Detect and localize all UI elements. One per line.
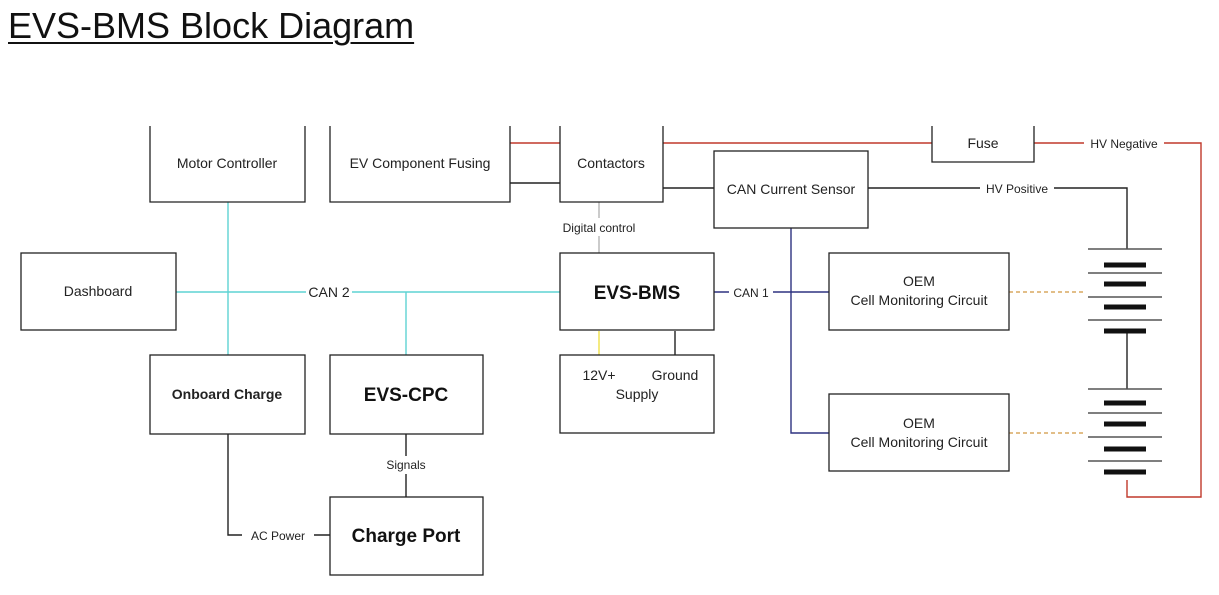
fuse-block: Fuse — [931, 126, 1035, 163]
onboard-charge-block: Onboard Charge — [149, 354, 306, 435]
evs-bms-label: EVS-BMS — [594, 283, 681, 304]
page-title: EVS-BMS Block Diagram — [8, 5, 415, 46]
supply-label: Supply — [616, 386, 659, 402]
evs-cpc-label: EVS-CPC — [364, 385, 449, 406]
dashboard-block: Dashboard — [20, 252, 177, 331]
digital-control-label: Digital control — [563, 221, 636, 235]
contactors-label: Contactors — [577, 155, 645, 171]
oem-cell-monitoring-top-block: OEM Cell Monitoring Circuit — [828, 252, 1010, 331]
onboard-charge-label: Onboard Charge — [172, 386, 283, 402]
battery-stack-bottom-icon — [1088, 388, 1162, 475]
can-current-sensor-label: CAN Current Sensor — [727, 181, 856, 197]
oem-top-line2: Cell Monitoring Circuit — [851, 292, 988, 308]
motor-controller-block: Motor Controller — [149, 126, 306, 203]
hv-positive-label: HV Positive — [986, 182, 1048, 196]
charge-port-block: Charge Port — [329, 496, 484, 576]
evs-cpc-block: EVS-CPC — [329, 354, 484, 435]
oem-bottom-line1: OEM — [903, 415, 935, 431]
hv-negative-label: HV Negative — [1090, 137, 1158, 151]
ev-component-fusing-block: EV Component Fusing — [329, 126, 511, 203]
ev-component-fusing-label: EV Component Fusing — [350, 155, 491, 171]
supply-12v-label: 12V+ — [582, 367, 615, 383]
supply-ground-label: Ground — [652, 367, 699, 383]
ac-power-label: AC Power — [251, 529, 305, 543]
signals-label: Signals — [386, 458, 425, 472]
charge-port-label: Charge Port — [352, 526, 461, 547]
wire-ac-power — [227, 434, 330, 536]
wire-can1-trunk — [790, 228, 829, 434]
wire-hv-positive — [868, 187, 1128, 249]
contactors-block: Contactors — [559, 126, 664, 203]
can1-label: CAN 1 — [733, 286, 769, 300]
evs-bms-block: EVS-BMS — [559, 252, 715, 331]
oem-cell-monitoring-bottom-block: OEM Cell Monitoring Circuit — [828, 393, 1010, 472]
dashboard-label: Dashboard — [64, 283, 133, 299]
oem-bottom-line2: Cell Monitoring Circuit — [851, 434, 988, 450]
battery-stack-top-icon — [1088, 248, 1162, 334]
fuse-label: Fuse — [967, 135, 998, 151]
motor-controller-label: Motor Controller — [177, 155, 278, 171]
supply-block: 12V+ Ground Supply — [559, 354, 715, 434]
oem-top-line1: OEM — [903, 273, 935, 289]
can2-label: CAN 2 — [308, 284, 349, 300]
can-current-sensor-block: CAN Current Sensor — [713, 150, 869, 229]
